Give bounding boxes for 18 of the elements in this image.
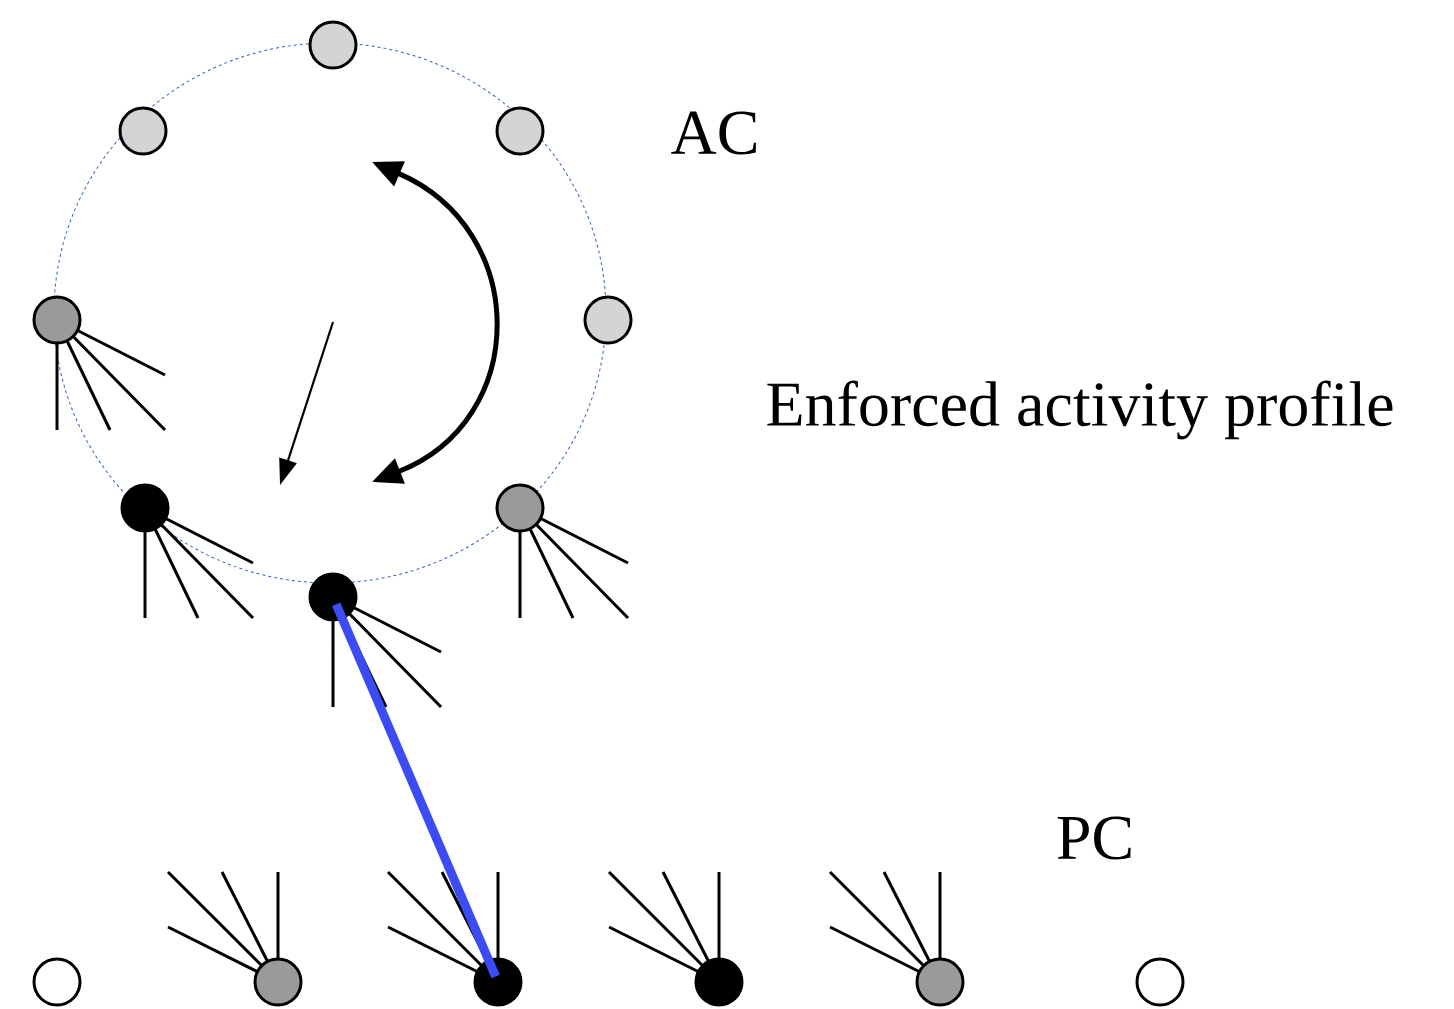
- neuron-circle: [120, 483, 170, 533]
- neuron-circle: [495, 106, 545, 156]
- neuron-circle: [308, 20, 358, 70]
- connection-line: [332, 602, 500, 979]
- neuron-circle: [118, 106, 168, 156]
- neuron-circle: [1135, 957, 1185, 1007]
- neuron-circle: [473, 957, 523, 1007]
- neuron-circle: [253, 957, 303, 1007]
- neuron-circle: [32, 295, 82, 345]
- label: Enforced activity profile: [767, 380, 1393, 440]
- neuron-circle: [32, 957, 82, 1007]
- neuron-circle: [308, 572, 358, 622]
- neuron-circle: [915, 957, 965, 1007]
- neuron-circle: [694, 957, 744, 1007]
- label: AC: [671, 111, 756, 155]
- neuron-circle: [495, 483, 545, 533]
- neuron-circle: [583, 295, 633, 345]
- label: PC: [1057, 816, 1131, 860]
